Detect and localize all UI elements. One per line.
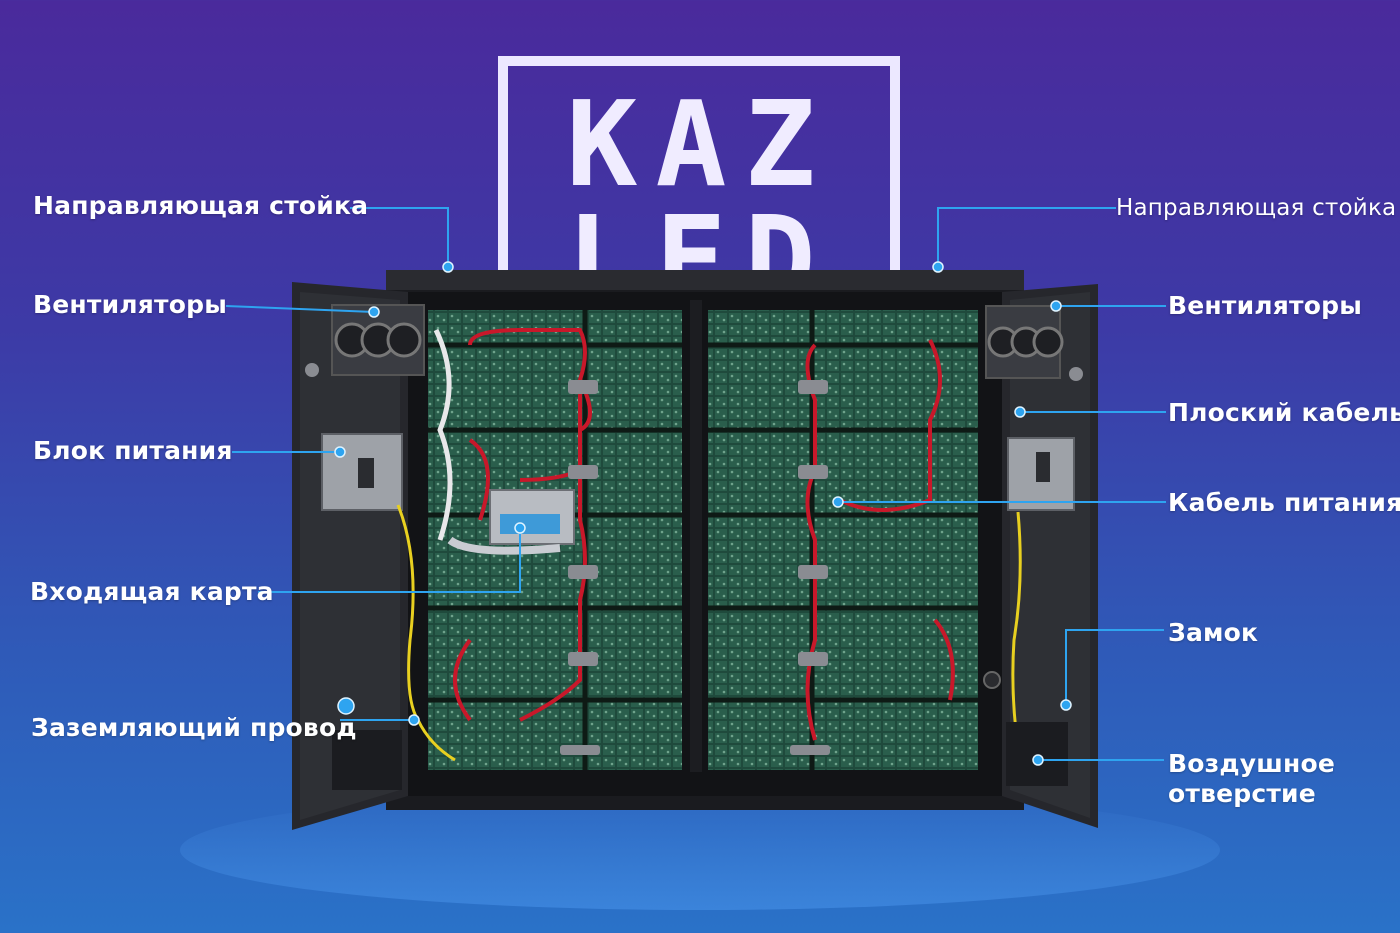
marker-air-vent [1032, 754, 1044, 766]
label-air-vent-line1: Воздушное [1168, 749, 1335, 778]
marker-guide-right [932, 261, 944, 273]
label-fans-right: Вентиляторы [1168, 291, 1363, 320]
label-fans-left: Вентиляторы [33, 290, 228, 319]
fans-right-unit [985, 305, 1064, 379]
callout-lines [225, 207, 1166, 761]
air-vent-box [1006, 722, 1068, 786]
marker-ground-point [337, 697, 355, 715]
fans-left-unit [331, 304, 425, 376]
label-ground-wire: Заземляющий провод [31, 713, 357, 742]
marker-power-cable [832, 496, 844, 508]
label-air-vent-line2: отверстие [1168, 779, 1316, 808]
label-input-card: Входящая карта [30, 577, 274, 606]
marker-ground-wire [408, 714, 420, 726]
marker-flat-cable [1014, 406, 1026, 418]
left-door [292, 282, 456, 830]
marker-fans-left [368, 306, 380, 318]
label-power-cable: Кабель питания [1168, 488, 1400, 517]
led-modules-right [708, 310, 978, 770]
left-door-box [332, 730, 402, 790]
logo-text-kaz: KAZ [566, 75, 833, 213]
marker-power-supply [334, 446, 346, 458]
right-door [983, 284, 1098, 828]
label-guide-left: Направляющая стойка [33, 191, 369, 220]
marker-fans-right [1050, 300, 1062, 312]
cabinet [386, 270, 1024, 810]
marker-lock [1060, 699, 1072, 711]
white-cable [433, 328, 453, 541]
label-lock: Замок [1168, 618, 1259, 647]
label-power-supply: Блок питания [33, 436, 233, 465]
center-divider [690, 300, 702, 772]
label-guide-right: Направляющая стойка [1116, 195, 1397, 221]
marker-input-card [514, 522, 526, 534]
callout-markers [334, 261, 1072, 766]
marker-guide-left [442, 261, 454, 273]
power-supply-left [321, 433, 403, 511]
red-wires [453, 328, 955, 741]
ground-wire-path [396, 504, 456, 762]
floor-glow [180, 790, 1220, 910]
label-flat-cable: Плоский кабель [1168, 398, 1400, 427]
power-supply-right [1007, 437, 1075, 511]
